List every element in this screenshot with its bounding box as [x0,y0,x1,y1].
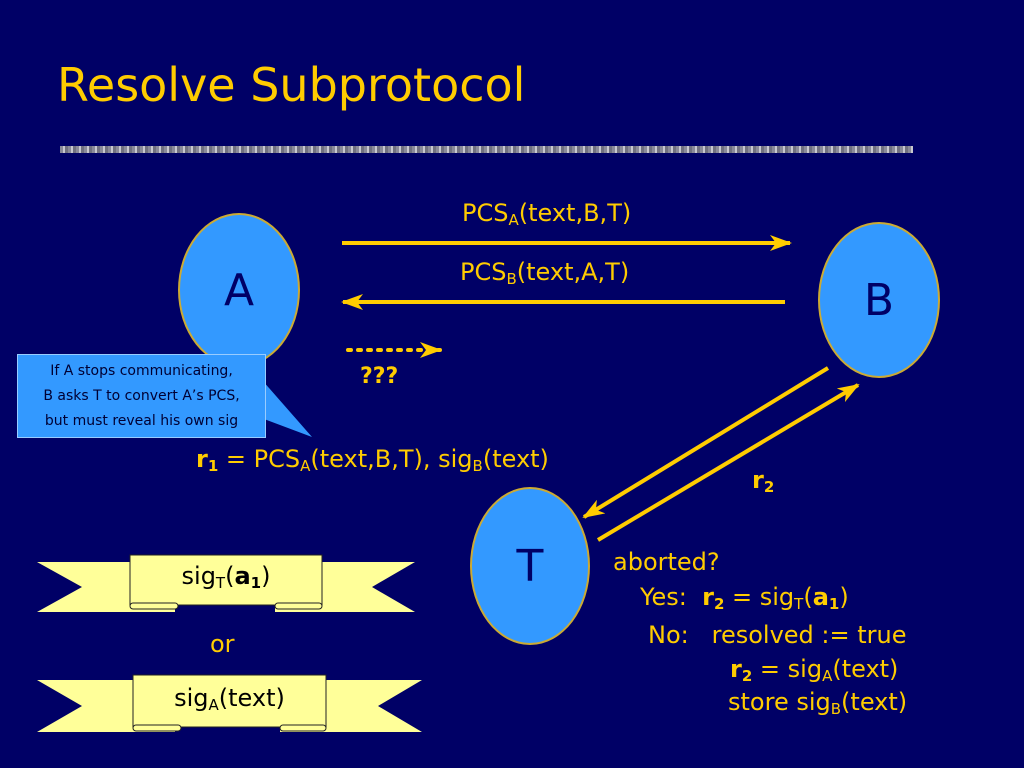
ribbon-1-text: sigT(a1) [181,562,271,592]
or-label: or [210,630,235,658]
node-b-label: B [863,274,895,326]
ribbon-2-text: sigA(text) [174,684,285,714]
arrow-b-to-t [582,366,830,519]
r2-label: r2 [752,466,775,496]
node-a: A [178,213,300,367]
message-b-to-a: PCSB(text,A,T) [460,258,630,288]
no-branch: No: resolved := true [648,621,907,649]
callout-line: but must reveal his own sig [44,412,239,429]
slide-title: Resolve Subprotocol [57,58,526,112]
arrow-t-to-b [596,383,860,542]
title-divider [60,146,913,153]
no-store: store sigB(text) [728,688,908,718]
node-t-label: T [516,540,544,592]
node-t: T [470,487,590,645]
callout-box: If A stops communicating, B asks T to co… [17,354,266,438]
message-a-to-b: PCSA(text,B,T) [462,199,632,229]
ribbon-2-shape [37,674,422,732]
callout-line: If A stops communicating, [50,362,233,379]
unknown-label: ??? [360,364,399,389]
yes-branch: Yes: r2 = sigT(a1) [640,583,849,613]
node-a-label: A [223,264,255,316]
node-b: B [818,222,940,378]
no-r2: r2 = sigA(text) [730,655,899,685]
aborted-question: aborted? [613,548,720,576]
ribbon-1-shape [37,554,415,612]
callout-line: B asks T to convert A’s PCS, [43,387,240,404]
r1-definition: r1 = PCSA(text,B,T), sigB(text) [196,445,549,475]
